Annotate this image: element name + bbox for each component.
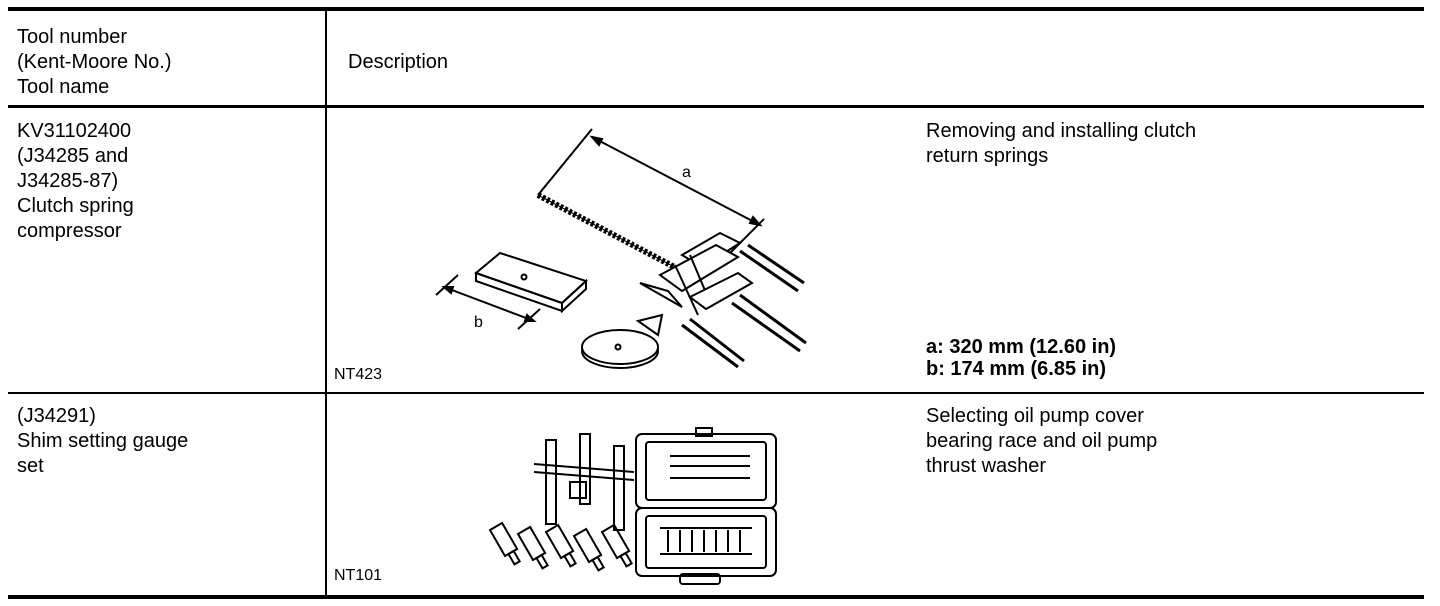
dimension-a-label: a bbox=[682, 164, 691, 181]
row-divider bbox=[8, 392, 1424, 394]
description-clutch-return-springs: Removing and installing clutch return sp… bbox=[926, 120, 1197, 167]
tool-name-shim-setting-gauge-set: (J34291) Shim setting gauge set bbox=[17, 405, 189, 477]
column-divider bbox=[325, 11, 327, 597]
dimension-b-label: b bbox=[474, 314, 483, 331]
figure-code-nt423: NT423 bbox=[334, 366, 383, 383]
spec-dimension-b: b: 174 mm (6.85 in) bbox=[926, 358, 1107, 380]
spec-dimension-a: a: 320 mm (12.60 in) bbox=[926, 336, 1117, 358]
header-bottom-rule bbox=[8, 105, 1424, 108]
description-oil-pump-shim: Selecting oil pump cover bearing race an… bbox=[926, 405, 1158, 477]
header-description-column: Description bbox=[348, 51, 449, 73]
header-tool-column: Tool number (Kent-Moore No.) Tool name bbox=[17, 26, 172, 98]
tool-name-clutch-spring-compressor: KV31102400 (J34285 and J34285-87) Clutch… bbox=[17, 120, 134, 242]
clutch-spring-compressor-illustration: a b bbox=[435, 128, 807, 369]
table-top-rule bbox=[8, 7, 1424, 11]
shim-setting-gauge-set-illustration bbox=[488, 427, 777, 585]
figure-code-nt101: NT101 bbox=[334, 567, 383, 584]
table-bottom-rule bbox=[8, 595, 1424, 599]
